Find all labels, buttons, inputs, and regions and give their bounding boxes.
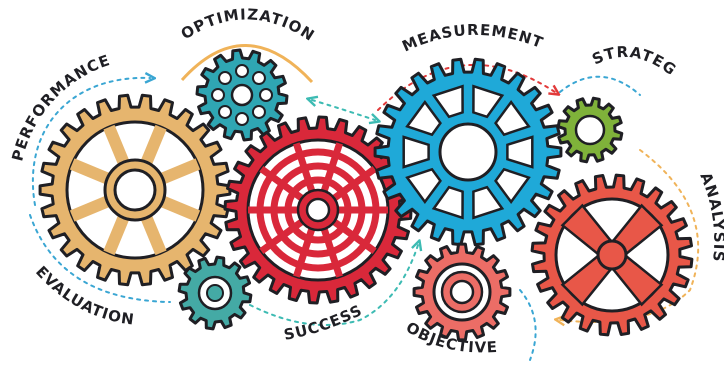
performance-gear-icon	[38, 93, 232, 287]
objective-blue-arrow	[519, 289, 537, 361]
strategy-blue-arrow	[559, 75, 641, 96]
analysis-orange-arrow	[560, 149, 700, 322]
evaluation-blue-arrow	[29, 214, 171, 303]
label-analysis: ANALYSIS	[696, 170, 724, 264]
label-optimization: OPTIMIZATION	[178, 5, 318, 45]
optimization-arc	[180, 44, 314, 84]
objective-gear-icon	[412, 242, 512, 342]
measurement-gear-icon	[373, 57, 563, 247]
label-measurement: MEASUREMENT	[399, 21, 546, 56]
success-lower-arrow	[249, 245, 418, 326]
performance-arrow	[31, 78, 150, 206]
evaluation-gear-icon	[177, 255, 253, 331]
success-teal-arrow	[312, 100, 375, 120]
success-gear-icon	[223, 115, 413, 305]
gears	[38, 48, 694, 342]
strategy-gear-icon	[556, 96, 624, 164]
optimization-gear-icon	[195, 48, 289, 142]
analysis-gear-icon	[530, 173, 694, 337]
